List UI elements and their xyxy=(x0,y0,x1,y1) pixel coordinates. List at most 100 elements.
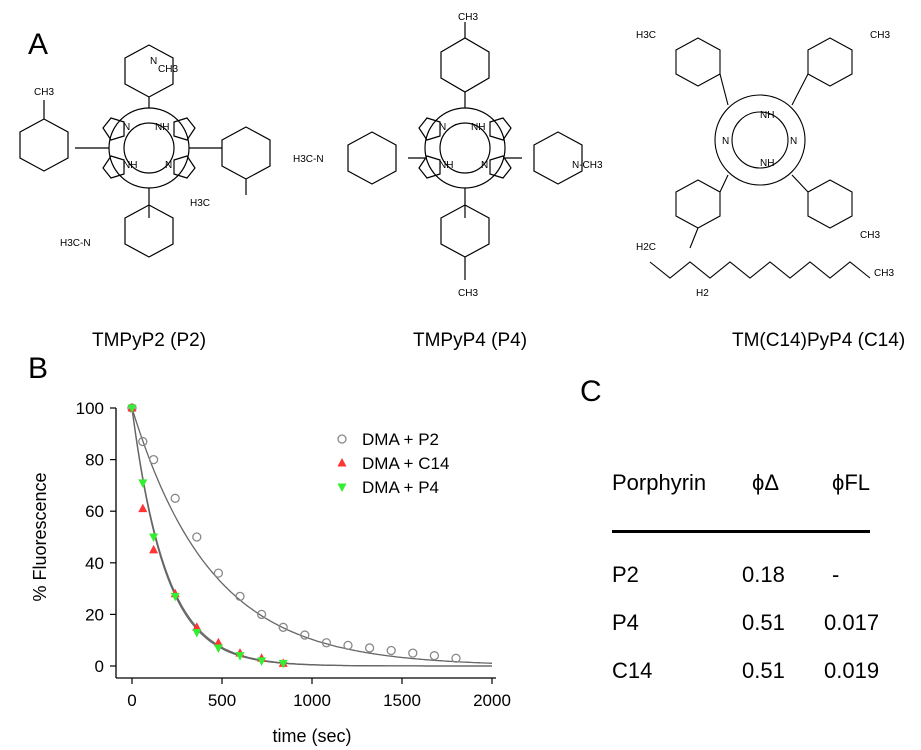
data-point xyxy=(429,651,440,661)
data-point xyxy=(386,645,396,656)
y-tick-label: 0 xyxy=(95,657,104,676)
data-point xyxy=(138,479,148,488)
s3-ch3-topright: CH3 xyxy=(870,30,890,41)
structure-tmpyp4 xyxy=(347,22,583,280)
s2-ch3-bottom: CH3 xyxy=(458,288,478,299)
data-point xyxy=(192,628,202,638)
table-header-porphyrin: Porphyrin xyxy=(612,470,707,495)
legend-marker xyxy=(337,483,347,492)
s3-ch3-chain-end: CH3 xyxy=(874,268,894,279)
data-point xyxy=(343,640,353,651)
data-point xyxy=(170,493,180,503)
x-tick-label: 0 xyxy=(127,691,136,710)
fit-curve xyxy=(131,407,493,664)
data-point xyxy=(192,532,202,542)
data-points xyxy=(127,403,461,669)
structure-name-p2: TMPyP2 (P2) xyxy=(92,330,207,351)
legend-marker xyxy=(337,434,347,444)
table-rule xyxy=(612,530,870,533)
x-tick-label: 1500 xyxy=(383,691,421,710)
y-axis-label: % Fluorescence xyxy=(30,472,50,601)
data-point xyxy=(278,659,288,669)
table-row: P2 0.18 - xyxy=(612,562,902,592)
data-point xyxy=(235,591,245,601)
s2-nh-bottom: NH xyxy=(439,160,453,171)
table-header-phi-fl: ϕFL xyxy=(832,470,870,495)
data-point xyxy=(213,644,223,653)
data-point xyxy=(321,638,332,648)
fit-curve xyxy=(131,407,492,667)
structure-name-p4: TMPyP4 (P4) xyxy=(413,330,528,351)
structure-tmc14pyp4 xyxy=(649,37,871,279)
s1-nh-bottom: NH xyxy=(123,160,137,171)
s2-nch3-right: N-CH3 xyxy=(572,160,603,171)
s1-n-right: N xyxy=(165,160,172,171)
structure-name-c14: TM(C14)PyP4 (C14) xyxy=(732,330,906,351)
s1-n-left: N xyxy=(123,122,130,133)
data-point xyxy=(408,648,418,658)
s1-n-label: N xyxy=(150,56,157,67)
y-tick-label: 20 xyxy=(85,605,104,624)
y-tick-label: 40 xyxy=(85,554,104,573)
table-header-phi-delta: ϕΔ xyxy=(752,470,780,495)
x-tick-label: 500 xyxy=(208,691,236,710)
table-row: C14 0.51 0.019 xyxy=(612,658,902,688)
table-row: P4 0.51 0.017 xyxy=(612,610,902,640)
s1-h3c-label-right: H3C xyxy=(190,198,210,209)
s1-ch3-label-top: CH3 xyxy=(158,64,178,75)
s1-ch3-label-left: CH3 xyxy=(34,87,54,98)
panel-label-c: C xyxy=(580,375,602,408)
table-cell-phi-delta: 0.51 xyxy=(742,658,785,683)
panel-label-b: B xyxy=(28,352,49,385)
data-point xyxy=(192,622,202,631)
legend-marker xyxy=(337,458,347,467)
data-point xyxy=(300,630,310,640)
data-point xyxy=(149,533,159,542)
s2-n-left: N xyxy=(439,122,446,133)
table-cell-phi-fl: - xyxy=(832,562,840,587)
data-point xyxy=(278,622,288,632)
data-point xyxy=(235,652,245,661)
data-point xyxy=(256,609,267,620)
s3-h2-chain: H2 xyxy=(696,288,709,299)
s2-n-right: N xyxy=(481,160,488,171)
data-point xyxy=(138,503,148,513)
s2-h3cn-left: H3C-N xyxy=(293,154,324,165)
s3-ch3-right: CH3 xyxy=(860,230,880,241)
data-point xyxy=(148,454,159,465)
s2-ch3-top: CH3 xyxy=(458,12,478,23)
data-point xyxy=(138,436,148,447)
legend-label: DMA + P2 xyxy=(362,430,439,449)
y-tick-label: 60 xyxy=(85,502,104,521)
data-point xyxy=(213,637,223,647)
data-point xyxy=(127,404,137,413)
s3-h3c-topleft: H3C xyxy=(636,30,656,41)
data-point xyxy=(213,568,224,578)
table-cell-name: C14 xyxy=(612,658,653,683)
table-cell-phi-delta: 0.51 xyxy=(742,610,785,635)
s3-n-left: N xyxy=(722,136,729,147)
data-point xyxy=(451,653,461,663)
s1-h3cn-label-bottom: H3C-N xyxy=(60,238,91,249)
y-tick-label: 100 xyxy=(76,399,104,418)
table-header-row: Porphyrin ϕΔ ϕFL xyxy=(612,470,902,500)
y-tick-label: 80 xyxy=(85,451,104,470)
x-axis-label: time (sec) xyxy=(272,726,351,746)
legend-label: DMA + C14 xyxy=(362,454,449,473)
x-tick-label: 2000 xyxy=(473,691,511,710)
s1-nh-top: NH xyxy=(155,122,169,133)
s3-nh-bottom: NH xyxy=(760,158,774,169)
porphyrin-structures: N CH3 CH3 H3C H3C-N NH N NH N CH3 H3C-N … xyxy=(19,12,894,299)
table-cell-name: P2 xyxy=(612,562,639,587)
table-cell-phi-fl: 0.017 xyxy=(824,610,880,635)
s3-nh-top: NH xyxy=(760,110,774,121)
data-point xyxy=(170,592,180,602)
s3-n-right: N xyxy=(790,136,797,147)
table-cell-phi-delta: 0.18 xyxy=(742,562,785,587)
data-point xyxy=(257,657,267,666)
structure-tmpyp2 xyxy=(19,44,271,258)
legend-label: DMA + P4 xyxy=(362,478,439,497)
